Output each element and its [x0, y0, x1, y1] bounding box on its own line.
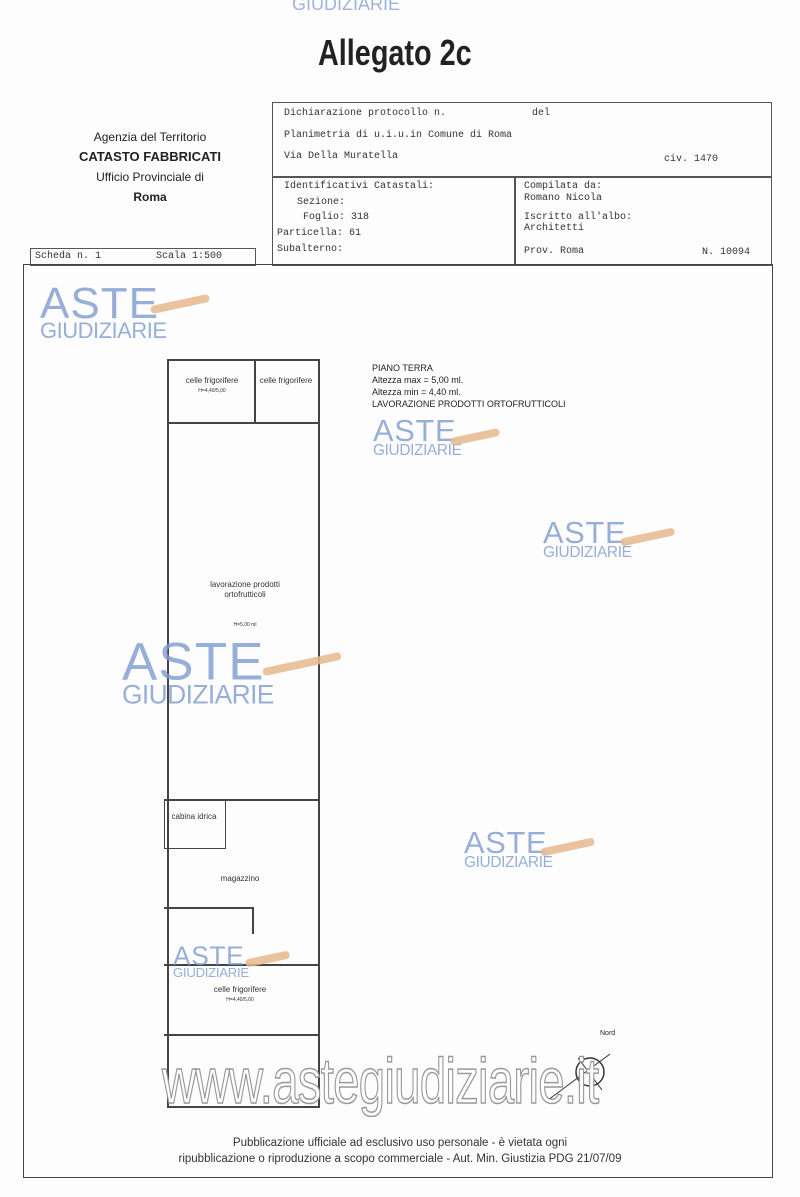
north-arrow-icon: [547, 1053, 611, 1101]
watermark-aste: ASTE: [373, 413, 457, 449]
url-watermark: www.astegiudiziarie.it: [161, 1045, 599, 1117]
room-label: lavorazione prodotti ortofrutticoli: [210, 580, 280, 599]
ident-box: [272, 176, 516, 266]
watermark-giudiziarie: GIUDIZIARIE: [173, 965, 249, 981]
sezione: Sezione:: [297, 197, 346, 208]
foglio: Foglio: 318: [303, 212, 370, 223]
agency-line4: Roma: [133, 190, 167, 204]
footer-line2: ripubblicazione o riproduzione a scopo c…: [178, 1153, 622, 1165]
iscritto-label: Iscritto all'albo:: [524, 212, 633, 223]
agency-line2: CATASTO FABBRICATI: [78, 149, 222, 164]
watermark-aste: ASTE: [543, 515, 627, 551]
drawing-frame: [23, 264, 773, 1178]
province: Prov. Roma: [524, 246, 585, 257]
civic-number: civ. 1470: [664, 154, 719, 165]
agency-block: Agenzia del Territorio CATASTO FABBRICAT…: [60, 127, 240, 207]
protocol-label: Dichiarazione protocollo n.: [284, 108, 447, 119]
planimetria-label: Planimetria di u.i.u.in Comune di Roma: [284, 130, 513, 141]
compilata-name: Romano Nicola: [524, 193, 603, 204]
watermark-aste: ASTE: [40, 279, 159, 328]
scheda: Scheda n. 1: [35, 251, 102, 262]
particella: Particella: 61: [277, 228, 362, 239]
del-label: del: [532, 108, 551, 119]
iscritto-value: Architetti: [524, 223, 585, 234]
watermark-giudiziarie: GIUDIZIARIE: [40, 318, 167, 344]
watermark-giudiziarie: GIUDIZIARIE: [122, 680, 274, 711]
height-min: Altezza min = 4,40 ml.: [372, 387, 461, 397]
compilata-box: [514, 176, 772, 266]
subalterno: Subalterno:: [277, 244, 344, 255]
protocol-box: [272, 102, 772, 178]
footer-notice: Pubblicazione ufficiale ad esclusivo uso…: [100, 1135, 700, 1167]
watermark-giudiziarie: GIUDIZIARIE: [373, 441, 462, 459]
north-label: Nord: [600, 1030, 616, 1037]
registration-number: N. 10094: [702, 247, 751, 258]
use-label: LAVORAZIONE PRODOTTI ORTOFRUTTICOLI: [372, 399, 566, 409]
page-title: Allegato 2c: [318, 32, 472, 73]
agency-line1: Agenzia del Territorio: [93, 130, 207, 144]
floor-label: PIANO TERRA: [372, 363, 433, 373]
compilata-label: Compilata da:: [524, 181, 603, 192]
watermark-aste: ASTE: [122, 632, 265, 692]
room-height: H=4,40/5,00: [198, 388, 226, 394]
room-label: celle frigorifere: [213, 985, 267, 994]
room-celle-2: celle frigorifere: [259, 376, 313, 385]
watermark-giudiziarie: GIUDIZIARIE: [543, 543, 632, 561]
room-cabina-idrica: cabina idrica: [171, 812, 217, 821]
address: Via Della Muratella: [284, 151, 399, 162]
ident-label: Identificativi Catastali:: [284, 181, 435, 192]
top-watermark: GIUDIZIARIE: [292, 0, 401, 14]
room-magazzino: magazzino: [220, 874, 260, 883]
watermark-aste: ASTE: [464, 825, 548, 861]
room-label: celle frigorifere: [185, 376, 239, 385]
watermark-giudiziarie: GIUDIZIARIE: [464, 853, 553, 871]
scale: Scala 1:500: [156, 251, 223, 262]
agency-line3: Ufficio Provinciale di: [96, 170, 204, 184]
height-max: Altezza max = 5,00 ml.: [372, 375, 464, 385]
plan-notes: PIANO TERRA Altezza max = 5,00 ml. Altez…: [372, 362, 566, 410]
footer-line1: Pubblicazione ufficiale ad esclusivo uso…: [232, 1137, 568, 1149]
watermark-aste: ASTE: [173, 941, 245, 971]
scheda-box: [30, 248, 256, 266]
room-height: H=5,00 ml: [233, 622, 257, 628]
room-height: H=4,40/5,00: [226, 997, 254, 1003]
